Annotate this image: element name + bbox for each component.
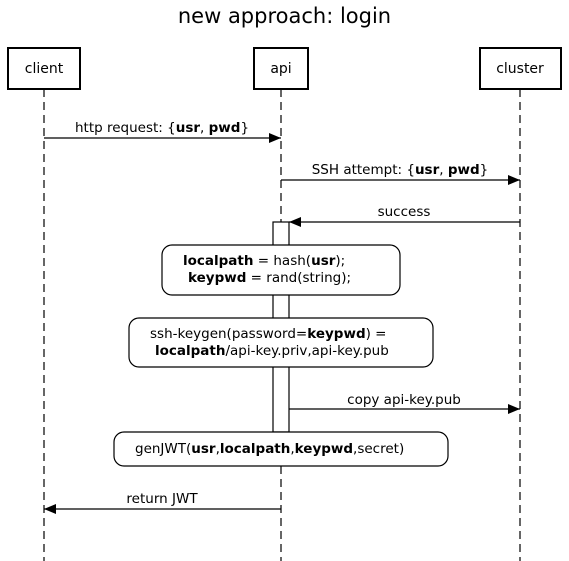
note-ssh-keygen: ssh-keygen(password=keypwd) = localpath/…: [128, 317, 434, 368]
diagram-title: new approach: login: [178, 4, 391, 28]
note-genjwt-line: genJWT(usr,localpath,keypwd,secret): [135, 441, 404, 457]
message-copy-key-label: copy api-key.pub: [347, 392, 461, 408]
actor-client-label: client: [25, 61, 64, 77]
note-localpath-keypwd: localpath = hash(usr); keypwd = rand(str…: [161, 244, 401, 296]
message-return-jwt-label: return JWT: [126, 491, 198, 507]
message-ssh-attempt: SSH attempt: {usr, pwd}: [281, 162, 520, 185]
message-success-label: success: [378, 204, 431, 220]
message-return-jwt: return JWT: [44, 491, 281, 514]
actor-cluster: cluster: [479, 47, 562, 90]
message-copy-key: copy api-key.pub: [289, 392, 520, 414]
note-genjwt: genJWT(usr,localpath,keypwd,secret): [113, 431, 449, 467]
note-localpath-line: localpath = hash(usr);: [183, 253, 345, 269]
note-keyfiles-line: localpath/api-key.priv,api-key.pub: [155, 343, 389, 359]
message-ssh-attempt-label: SSH attempt: {usr, pwd}: [312, 162, 489, 178]
note-keypwd-line: keypwd = rand(string);: [188, 270, 351, 286]
message-http-request-label: http request: {usr, pwd}: [75, 120, 249, 136]
note-ssh-keygen-line: ssh-keygen(password=keypwd) =: [150, 326, 386, 342]
actor-cluster-label: cluster: [496, 61, 544, 77]
actor-api-label: api: [270, 61, 291, 77]
actor-api: api: [253, 47, 309, 90]
message-success: success: [289, 204, 520, 227]
message-http-request: http request: {usr, pwd}: [44, 120, 281, 143]
actor-client: client: [7, 47, 81, 90]
